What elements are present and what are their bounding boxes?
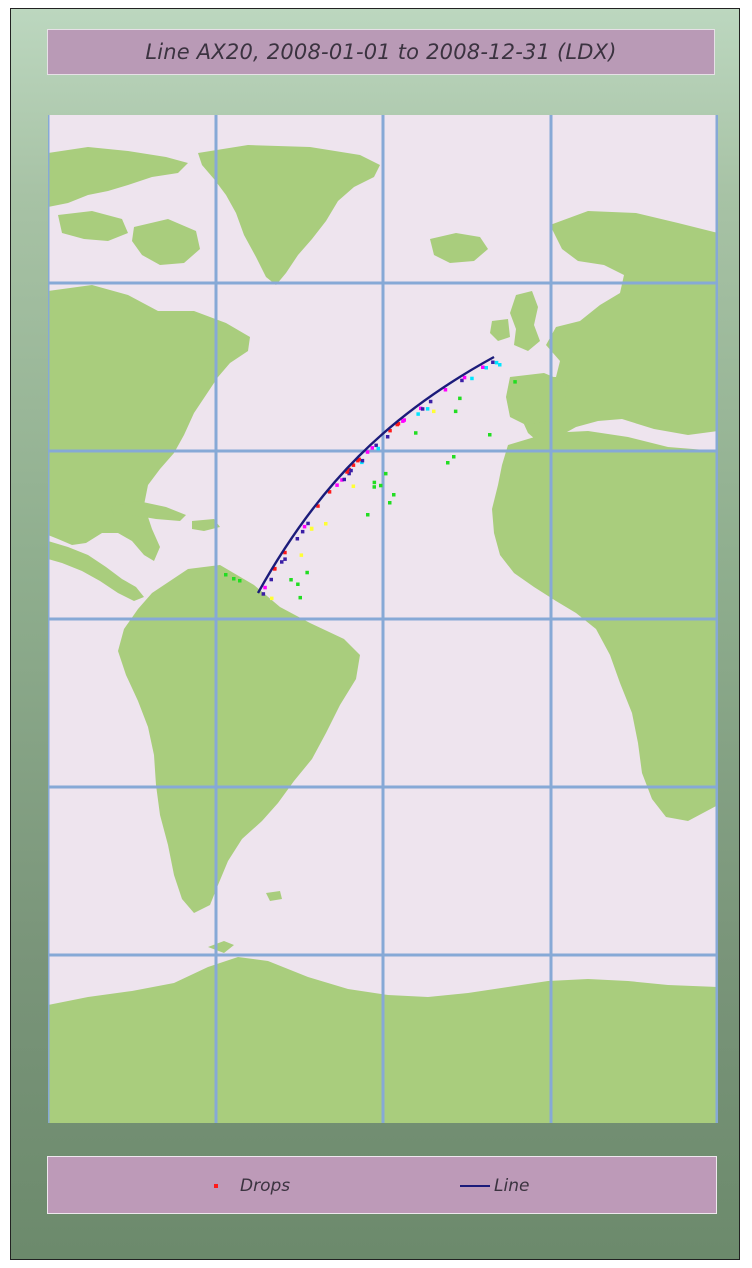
drop-point — [395, 422, 399, 427]
legend: Drops Line — [47, 1156, 717, 1214]
drop-point — [280, 560, 284, 564]
drop-point — [300, 529, 305, 534]
drop-point — [462, 375, 467, 380]
drop-point — [327, 490, 332, 494]
drop-point — [388, 428, 392, 433]
drop-point — [261, 592, 266, 596]
drop-point — [420, 407, 425, 411]
graticule — [48, 115, 718, 1123]
drop-point — [351, 484, 356, 488]
cuba — [110, 501, 186, 521]
greenland — [198, 145, 380, 285]
drop-point — [460, 378, 464, 383]
drop-point — [324, 522, 328, 526]
drop-point — [491, 360, 495, 364]
drop-point — [370, 446, 374, 450]
drop-point — [416, 412, 420, 416]
title-box: Line AX20, 2008-01-01 to 2008-12-31 (LDX… — [47, 29, 715, 75]
map-title: Line AX20, 2008-01-01 to 2008-12-31 (LDX… — [145, 40, 617, 64]
drop-point — [372, 480, 377, 485]
drop-point — [349, 468, 353, 473]
drop-point — [374, 443, 378, 448]
drop-point — [458, 396, 462, 401]
drop-point — [513, 380, 517, 384]
drop-point — [372, 485, 376, 489]
line-swatch-icon — [460, 1185, 490, 1187]
arctic-islands — [48, 147, 188, 207]
central-america — [48, 541, 144, 601]
drop-point — [488, 433, 492, 437]
drop-point — [494, 360, 499, 365]
drop-point — [309, 526, 314, 531]
drop-point — [347, 467, 351, 472]
iceland — [430, 233, 488, 263]
drop-point — [414, 431, 418, 435]
drop-point — [360, 458, 365, 463]
drop-point — [299, 553, 304, 557]
drop-point — [432, 409, 436, 414]
drop-point — [342, 477, 346, 482]
map-frame: Line AX20, 2008-01-01 to 2008-12-31 (LDX… — [10, 8, 740, 1260]
drop-point — [302, 524, 307, 529]
drop-point — [443, 388, 448, 392]
drop-point — [298, 595, 302, 600]
drop-point — [446, 461, 450, 465]
drop-point — [379, 483, 383, 488]
drop-point — [224, 573, 228, 577]
drop-point — [270, 596, 274, 601]
drop-point — [452, 455, 456, 459]
drop-point — [425, 407, 430, 411]
british-isles — [510, 291, 540, 351]
drop-point — [428, 399, 433, 404]
drop-point — [356, 458, 360, 463]
cruise-line — [256, 355, 495, 594]
drop-point — [347, 471, 351, 476]
legend-drops: Drops — [214, 1157, 290, 1215]
drop-point — [306, 521, 310, 526]
drop-point — [392, 493, 396, 497]
drop-point — [340, 478, 344, 482]
africa — [492, 431, 718, 821]
drop-point — [481, 365, 485, 369]
drop-point — [366, 513, 370, 517]
drop-point — [283, 557, 287, 561]
drop-point — [376, 446, 380, 451]
drop-point — [345, 470, 349, 474]
drop-point — [273, 566, 277, 571]
drop-points — [224, 360, 517, 601]
drop-point — [385, 435, 390, 439]
drop-point — [470, 376, 474, 381]
drop-point — [238, 579, 242, 583]
drop-point — [388, 501, 392, 505]
drop-point — [232, 577, 236, 581]
drop-point — [402, 418, 406, 422]
drop-marker-icon — [214, 1184, 218, 1188]
drop-point — [296, 582, 300, 586]
drop-point — [316, 504, 320, 508]
drop-point — [453, 409, 458, 414]
drop-point — [335, 483, 339, 487]
drop-point — [419, 406, 423, 411]
drop-point — [305, 570, 309, 575]
drop-point — [289, 578, 293, 582]
south-america — [118, 565, 360, 913]
map-canvas — [48, 115, 718, 1123]
drop-point — [263, 585, 267, 590]
drop-point — [484, 366, 488, 370]
drop-point — [384, 471, 388, 476]
europe — [518, 211, 718, 445]
drop-point — [295, 537, 300, 541]
legend-drops-label: Drops — [240, 1176, 291, 1196]
drop-point — [269, 577, 273, 582]
drop-point — [498, 363, 502, 367]
legend-line-label: Line — [494, 1176, 530, 1196]
drop-point — [351, 463, 356, 467]
drop-point — [365, 450, 370, 454]
drop-point — [283, 550, 287, 555]
legend-line: Line — [460, 1157, 529, 1215]
